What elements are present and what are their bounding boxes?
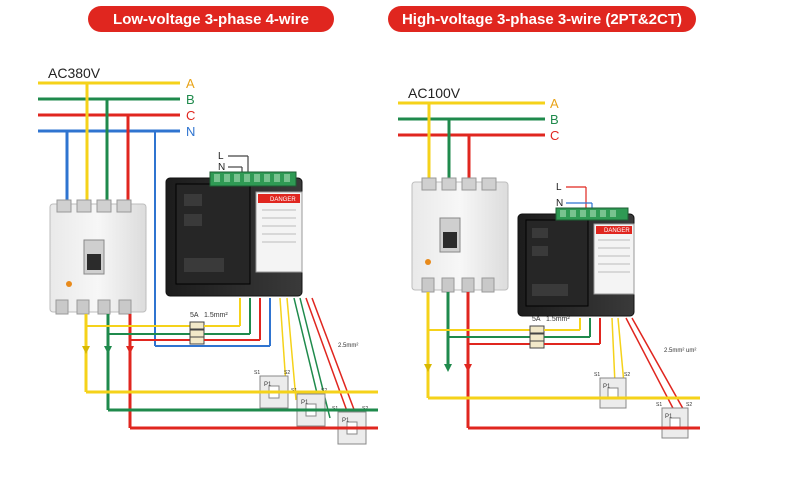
svg-text:P1: P1 [665, 414, 673, 420]
left-fuse-c [189, 336, 205, 345]
left-label-a: A [186, 76, 195, 91]
svg-text:S2: S2 [686, 402, 692, 408]
left-circuit-breaker [49, 199, 147, 315]
right-label-a: A [550, 96, 559, 111]
left-diagram: AC380V A B C N [38, 65, 378, 445]
svg-text:P1: P1 [342, 418, 350, 424]
svg-text:P1: P1 [264, 382, 272, 388]
left-ct-a: P1 S1 S2 [254, 370, 290, 409]
svg-text:P1: P1 [301, 400, 309, 406]
svg-text:S1: S1 [254, 370, 260, 376]
svg-text:S2: S2 [624, 372, 630, 378]
right-supply-label: AC100V [408, 85, 461, 101]
right-label-b: B [550, 112, 559, 127]
svg-text:P1: P1 [603, 384, 611, 390]
right-aux-l: L [556, 182, 562, 193]
left-label-c: C [186, 108, 195, 123]
right-aux-n: N [556, 198, 563, 209]
left-aux-n: N [218, 162, 225, 173]
left-aux-l: L [218, 151, 224, 162]
right-circuit-breaker [411, 177, 509, 293]
left-ct-b: P1 S1 S2 [291, 388, 327, 427]
left-fuse-b [189, 329, 205, 338]
left-ct-wire-size: 2.5mm² [338, 343, 358, 349]
left-diagram-title: Low-voltage 3-phase 4-wire [88, 6, 334, 32]
right-ct-c: P1 S1 S2 [656, 402, 692, 439]
svg-text:S2: S2 [284, 370, 290, 376]
right-fuse-c [529, 340, 545, 349]
right-meter-danger: DANGER [604, 228, 630, 234]
right-power-meter: DANGER [517, 207, 635, 317]
svg-text:S1: S1 [656, 402, 662, 408]
left-ct-c: P1 S1 S2 [332, 406, 368, 445]
right-ct-wire-size: 2.5mm² um² [664, 348, 696, 354]
right-fuse-b [529, 333, 545, 342]
right-fuse-wire-size: 1.5mm² [546, 316, 570, 323]
left-fuse-rating: 5A [190, 312, 199, 319]
left-power-meter: DANGER [165, 171, 303, 297]
svg-text:S1: S1 [594, 372, 600, 378]
right-diagram-title: High-voltage 3-phase 3-wire (2PT&2CT) [388, 6, 696, 32]
right-label-c: C [550, 128, 559, 143]
left-fuse-wire-size: 1.5mm² [204, 312, 228, 319]
left-label-n: N [186, 124, 195, 139]
right-diagram: AC100V A B C [398, 85, 700, 439]
left-meter-danger: DANGER [270, 197, 296, 203]
right-fuse-a [529, 325, 545, 334]
right-ct-a: P1 S1 S2 [594, 372, 630, 409]
left-label-b: B [186, 92, 195, 107]
left-supply-label: AC380V [48, 65, 101, 81]
left-fuse-a [189, 321, 205, 330]
right-fuse-rating: 5A [532, 316, 541, 323]
